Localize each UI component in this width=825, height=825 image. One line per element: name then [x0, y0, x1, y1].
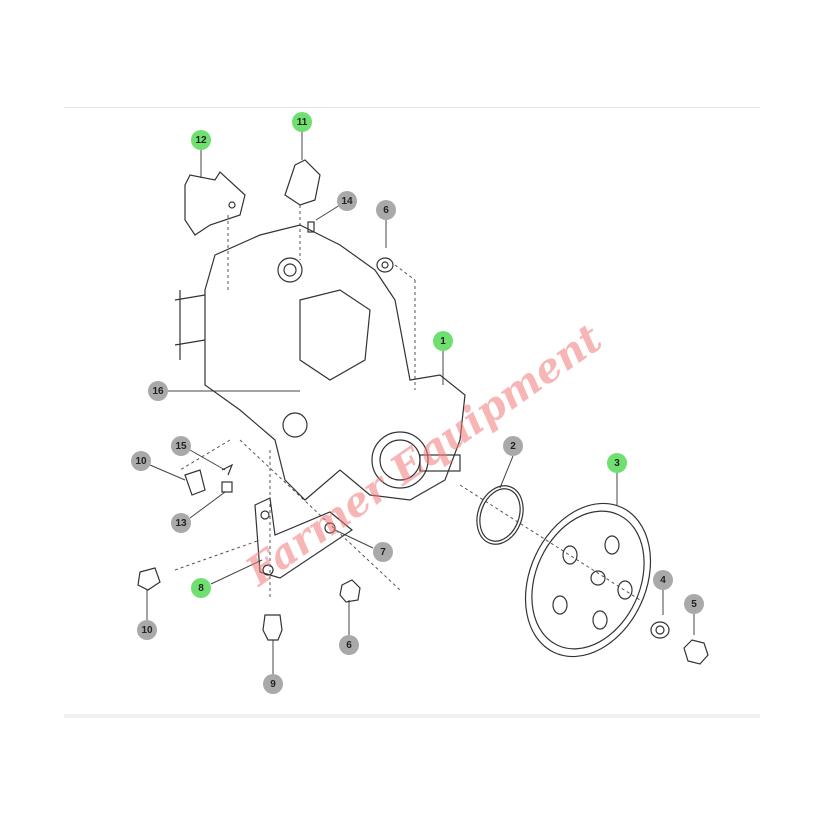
callout-5[interactable]: 5 — [684, 594, 704, 614]
callout-12[interactable]: 12 — [191, 130, 211, 150]
callout-6-top[interactable]: 6 — [376, 200, 396, 220]
bottom-divider — [64, 714, 760, 718]
callout-11[interactable]: 11 — [292, 112, 312, 132]
callout-7[interactable]: 7 — [373, 542, 393, 562]
callout-9[interactable]: 9 — [263, 674, 283, 694]
callout-14[interactable]: 14 — [337, 191, 357, 211]
callout-6-bottom[interactable]: 6 — [339, 635, 359, 655]
callout-10-top[interactable]: 10 — [131, 451, 151, 471]
callout-15[interactable]: 15 — [171, 436, 191, 456]
callout-16[interactable]: 16 — [148, 381, 168, 401]
callout-1[interactable]: 1 — [433, 331, 453, 351]
callout-3[interactable]: 3 — [607, 453, 627, 473]
top-divider — [64, 107, 760, 108]
callout-4[interactable]: 4 — [653, 570, 673, 590]
callout-13[interactable]: 13 — [171, 513, 191, 533]
callout-10-bottom[interactable]: 10 — [137, 620, 157, 640]
callout-2[interactable]: 2 — [503, 436, 523, 456]
callout-8[interactable]: 8 — [191, 578, 211, 598]
